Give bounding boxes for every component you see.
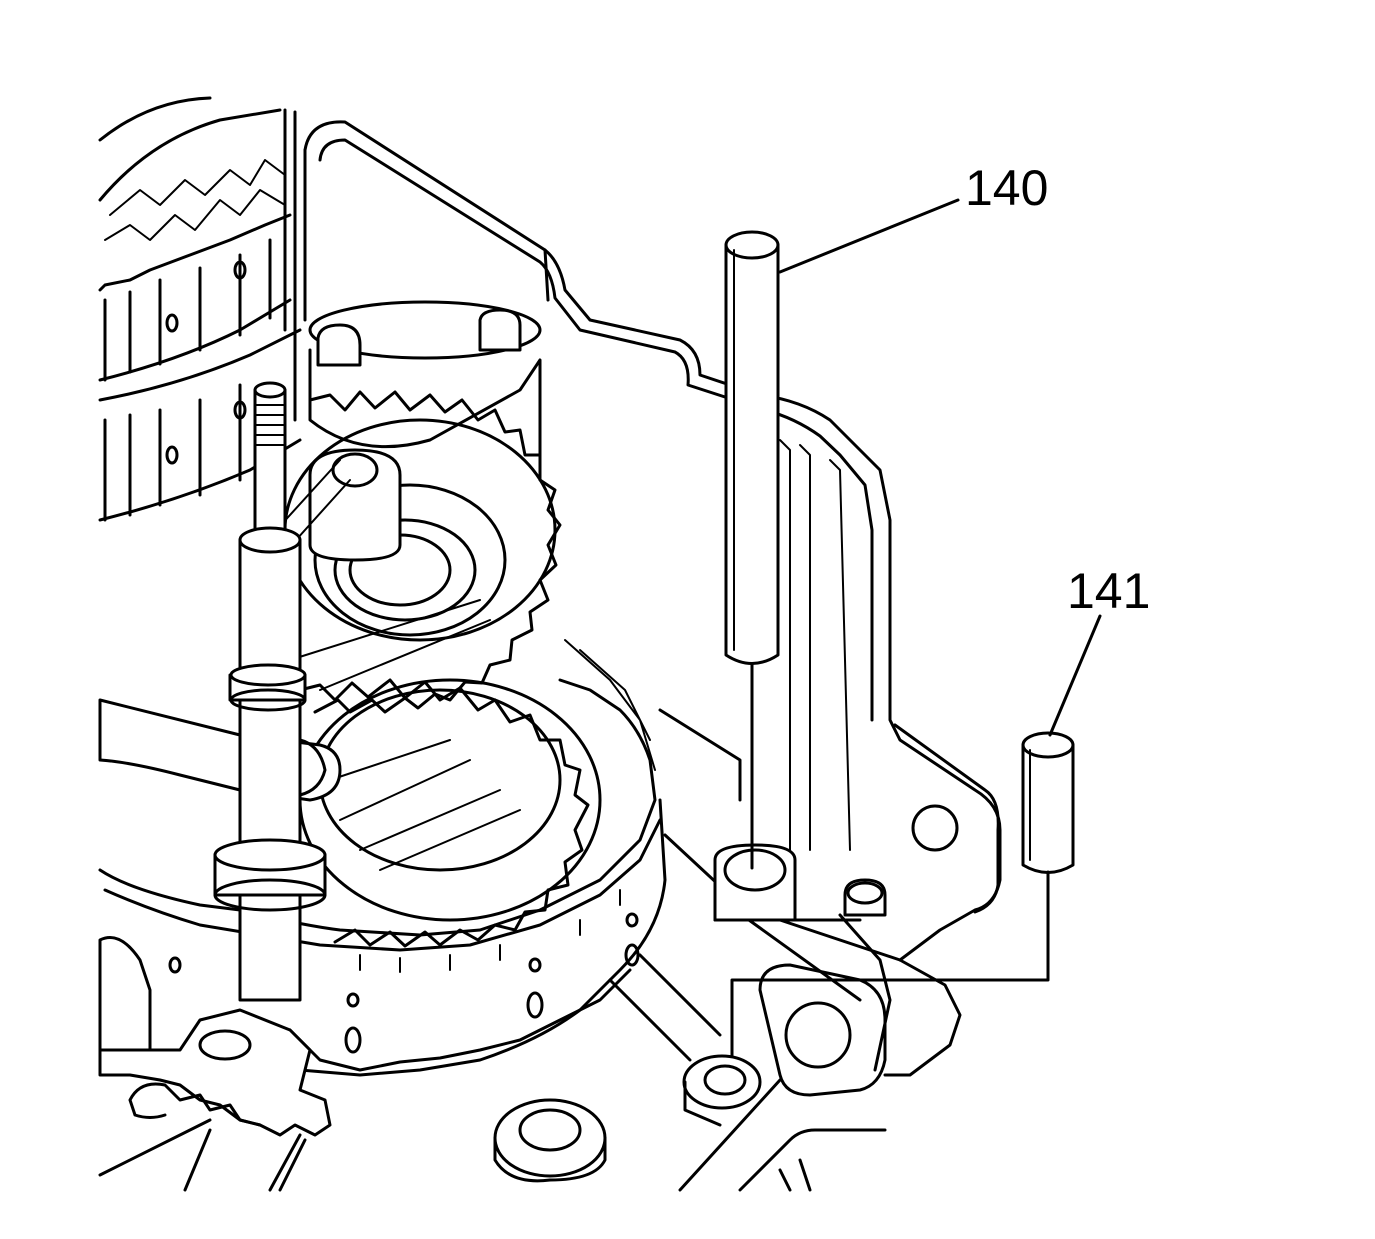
- shift-fork-plate: [98, 936, 332, 1192]
- callout-label-141: 141: [1067, 563, 1150, 619]
- callout-141: 141: [1048, 563, 1150, 737]
- part-140-dowel-pin: [724, 230, 780, 870]
- gear-stack: [98, 96, 667, 1077]
- part-141-dowel-pin: [730, 731, 1075, 1084]
- case-bore-141: [682, 1054, 762, 1127]
- callout-140: 140: [778, 160, 1048, 274]
- transmission-case: [303, 120, 1002, 1192]
- callout-label-140: 140: [965, 160, 1048, 216]
- shift-rail: [213, 381, 327, 1002]
